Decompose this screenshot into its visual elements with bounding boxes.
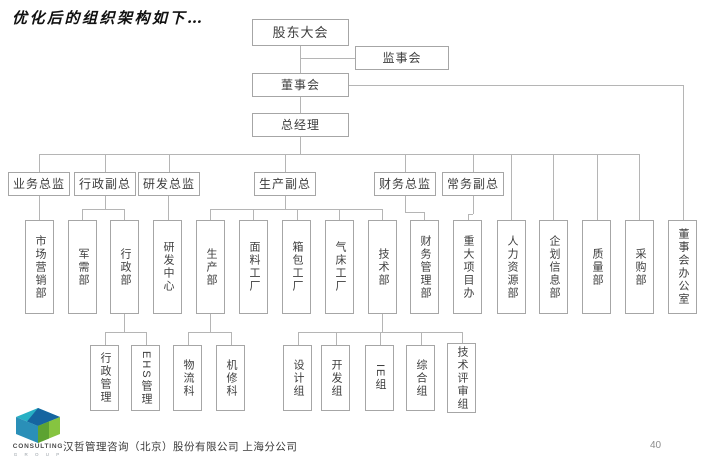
slide-title: 优化后的组织架构如下… (12, 9, 205, 27)
org-node-maintenance-section: 机修科 (216, 345, 245, 411)
connector-line (188, 332, 189, 345)
connector-line (424, 212, 425, 220)
org-node-board-office: 董事会办公室 (668, 220, 697, 314)
connector-line (468, 214, 473, 215)
connector-line (39, 154, 639, 155)
org-node-business-director: 业务总监 (8, 172, 70, 196)
org-node-admin-vp: 行政副总 (74, 172, 136, 196)
connector-line (553, 154, 554, 220)
org-node-fabric-factory: 面料工厂 (239, 220, 268, 314)
connector-line (168, 196, 169, 220)
connector-line (105, 196, 106, 209)
connector-line (339, 209, 340, 220)
connector-line (462, 332, 463, 345)
org-node-tech-dept: 技术部 (368, 220, 397, 314)
org-node-board-of-directors: 董事会 (252, 73, 349, 97)
connector-line (105, 332, 106, 345)
connector-line (210, 314, 211, 332)
connector-line (300, 58, 355, 59)
org-node-design-group: 设计组 (283, 345, 312, 411)
company-logo: CONSULTING G R O U P (10, 406, 66, 462)
connector-line (405, 212, 424, 213)
connector-line (473, 154, 474, 172)
org-node-production-vp: 生产副总 (254, 172, 316, 196)
connector-line (210, 209, 382, 210)
connector-line (146, 332, 147, 345)
footer-company-name: 汉哲管理咨询（北京）股份有限公司 上海分公司 (63, 441, 298, 453)
connector-line (468, 214, 469, 220)
org-node-luggage-factory: 箱包工厂 (282, 220, 311, 314)
connector-line (39, 154, 40, 172)
connector-line (336, 332, 337, 345)
connector-line (405, 154, 406, 172)
org-node-shareholders-meeting: 股东大会 (252, 19, 349, 46)
org-node-general-manager: 总经理 (252, 113, 349, 137)
connector-line (382, 314, 383, 332)
connector-line (683, 85, 684, 220)
connector-line (210, 209, 211, 220)
org-node-production-dept: 生产部 (196, 220, 225, 314)
logo-cube-icon (16, 408, 60, 443)
org-node-supervisory-board: 监事会 (355, 46, 449, 70)
connector-line (124, 209, 125, 220)
org-node-hr-dept: 人力资源部 (497, 220, 526, 314)
org-node-finance-mgmt-dept: 财务管理部 (410, 220, 439, 314)
org-node-development-group: 开发组 (321, 345, 350, 411)
logo-consulting-text: CONSULTING (12, 443, 64, 450)
connector-line (300, 137, 301, 154)
org-node-marketing-dept: 市场营销部 (25, 220, 54, 314)
connector-line (405, 196, 406, 212)
org-node-airbed-factory: 气床工厂 (325, 220, 354, 314)
org-node-major-projects-office: 重大项目办 (453, 220, 482, 314)
org-node-finance-director: 财务总监 (374, 172, 436, 196)
connector-line (231, 332, 232, 345)
logo-group-text: G R O U P (13, 452, 63, 457)
org-node-rd-director: 研发总监 (138, 172, 200, 196)
connector-line (82, 209, 83, 220)
org-node-rd-center: 研发中心 (153, 220, 182, 314)
org-node-quality-dept: 质量部 (582, 220, 611, 314)
connector-line (285, 196, 286, 209)
org-node-logistics-section: 物流科 (173, 345, 202, 411)
connector-line (511, 154, 512, 220)
connector-line (298, 332, 299, 345)
org-node-ehs-mgmt: EHS管理 (131, 345, 160, 411)
connector-line (473, 196, 474, 214)
connector-line (82, 209, 124, 210)
connector-line (639, 154, 640, 220)
connector-line (421, 332, 422, 345)
connector-line (597, 154, 598, 220)
connector-line (380, 332, 381, 345)
connector-line (169, 154, 170, 172)
org-node-executive-vp: 常务副总 (442, 172, 504, 196)
org-node-tech-review-group: 技术评审组 (447, 343, 476, 413)
org-node-purchasing-dept: 采购部 (625, 220, 654, 314)
org-node-military-supply-dept: 军需部 (68, 220, 97, 314)
connector-line (253, 209, 254, 220)
connector-line (105, 154, 106, 172)
connector-line (188, 332, 231, 333)
connector-line (105, 332, 146, 333)
org-node-ie-group: IE组 (365, 345, 394, 411)
connector-line (349, 85, 683, 86)
page-number: 40 (650, 440, 662, 451)
connector-line (300, 97, 301, 113)
connector-line (39, 196, 40, 220)
connector-line (300, 46, 301, 73)
org-node-planning-info-dept: 企划信息部 (539, 220, 568, 314)
connector-line (285, 154, 286, 172)
connector-line (124, 314, 125, 332)
connector-line (297, 209, 298, 220)
org-node-general-group: 综合组 (406, 345, 435, 411)
connector-line (382, 209, 383, 220)
org-node-admin-mgmt: 行政管理 (90, 345, 119, 411)
org-node-admin-dept: 行政部 (110, 220, 139, 314)
